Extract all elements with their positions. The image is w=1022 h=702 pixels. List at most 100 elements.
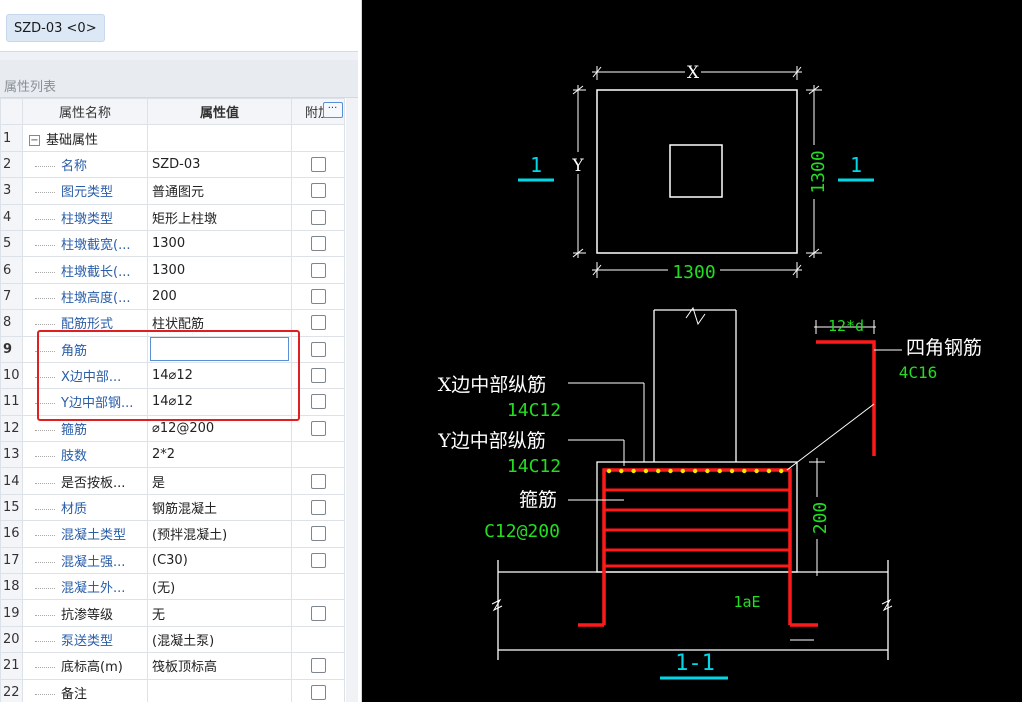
property-name-text: 柱墩截宽(... xyxy=(61,238,131,254)
extra-checkbox[interactable] xyxy=(310,236,326,252)
property-name[interactable]: 柱墩高度(... xyxy=(22,282,148,311)
value-input[interactable] xyxy=(150,337,289,362)
property-value[interactable]: 1300 xyxy=(147,229,292,258)
property-value[interactable]: 无 xyxy=(147,599,292,627)
property-name[interactable]: 肢数 xyxy=(22,441,148,469)
plan-outline xyxy=(596,89,798,254)
property-value[interactable]: 是 xyxy=(147,467,292,495)
extra-checkbox[interactable] xyxy=(310,262,326,278)
tree-connector xyxy=(35,561,55,563)
property-name[interactable]: 备注 xyxy=(22,678,148,702)
property-value[interactable]: 钢筋混凝土 xyxy=(147,493,292,522)
property-name[interactable]: 泵送类型 xyxy=(22,625,148,654)
property-value[interactable]: 200 xyxy=(147,282,292,311)
property-name[interactable]: 角筋 xyxy=(22,335,148,363)
property-value[interactable]: 14⌀12 xyxy=(147,388,292,416)
property-name-text: 配筋形式 xyxy=(61,317,114,333)
longitudinal-bar-dots xyxy=(606,468,784,474)
component-list: SZD-03 <0> xyxy=(0,0,358,52)
extra-checkbox[interactable] xyxy=(310,183,326,199)
property-value-editor[interactable]: ··· xyxy=(147,101,343,363)
extra-checkbox[interactable] xyxy=(310,209,326,225)
property-name[interactable]: 混凝土类型 xyxy=(22,520,148,548)
property-value[interactable]: SZD-03 xyxy=(147,150,292,179)
property-row[interactable]: 1−基础属性 xyxy=(0,124,345,152)
property-name[interactable]: 柱墩截长(... xyxy=(22,256,148,284)
extra-checkbox[interactable] xyxy=(310,315,326,331)
property-name-text: 抗渗等级 xyxy=(61,607,114,623)
extra-checkbox[interactable] xyxy=(310,156,326,172)
property-value[interactable] xyxy=(147,678,292,702)
property-name[interactable]: 底标高(m) xyxy=(22,652,148,680)
property-name[interactable]: 柱墩截宽(... xyxy=(22,229,148,258)
property-value[interactable]: (混凝土泵) xyxy=(147,625,292,654)
group-header[interactable]: −基础属性 xyxy=(22,124,148,152)
extra-checkbox[interactable] xyxy=(310,368,326,384)
property-name[interactable]: 混凝土强... xyxy=(22,546,148,575)
property-name[interactable]: X边中部... xyxy=(22,361,148,390)
tree-connector xyxy=(35,165,55,167)
pier-vertical-rebar xyxy=(602,468,792,625)
extra-checkbox[interactable] xyxy=(310,605,326,621)
property-name[interactable]: Y边中部钢... xyxy=(22,388,148,416)
property-name[interactable]: 图元类型 xyxy=(22,177,148,205)
extra-checkbox[interactable] xyxy=(310,552,326,568)
col-header-name[interactable]: 属性名称 xyxy=(22,97,148,126)
col-header-value[interactable]: 属性值 xyxy=(147,97,292,126)
extra-checkbox[interactable] xyxy=(310,420,326,436)
property-name[interactable]: 材质 xyxy=(22,493,148,522)
section-mark-right: 1 xyxy=(850,153,862,177)
property-value[interactable]: (无) xyxy=(147,573,292,601)
property-value[interactable]: (预拌混凝土) xyxy=(147,520,292,548)
extra-checkbox[interactable] xyxy=(310,394,326,410)
table-header-row: 属性名称 属性值 附加 xyxy=(0,97,345,126)
property-value[interactable]: 筏板顶标高 xyxy=(147,652,292,680)
cad-drawing-area[interactable]: X Y 1300 1300 1 xyxy=(362,0,1022,702)
component-tag[interactable]: SZD-03 <0> xyxy=(6,14,105,42)
collapse-icon[interactable]: − xyxy=(29,134,40,146)
property-value[interactable]: (C30) xyxy=(147,546,292,575)
extra-cell xyxy=(291,282,345,311)
extra-checkbox[interactable] xyxy=(310,288,326,304)
extra-checkbox[interactable] xyxy=(310,500,326,516)
property-value[interactable] xyxy=(147,124,292,152)
property-name[interactable]: 抗渗等级 xyxy=(22,599,148,627)
property-value[interactable]: 矩形上柱墩 xyxy=(147,203,292,231)
property-scrollbar[interactable] xyxy=(346,98,358,702)
extra-checkbox[interactable] xyxy=(310,658,326,674)
property-value[interactable]: 普通图元 xyxy=(147,177,292,205)
rebar-dot xyxy=(606,468,612,474)
extra-checkbox[interactable] xyxy=(310,473,326,489)
property-value[interactable]: 1300 xyxy=(147,256,292,284)
cad-canvas[interactable]: X Y 1300 1300 1 xyxy=(362,0,1022,702)
property-value[interactable]: 2*2 xyxy=(147,441,292,469)
property-name[interactable]: 柱墩类型 xyxy=(22,203,148,231)
property-name[interactable]: 名称 xyxy=(22,150,148,179)
extra-checkbox[interactable] xyxy=(310,526,326,542)
width-dim-tick-right xyxy=(792,264,802,276)
plan-y-label: Y xyxy=(571,156,584,176)
property-name[interactable]: 是否按板... xyxy=(22,467,148,495)
extra-checkbox[interactable] xyxy=(310,341,326,357)
property-name[interactable]: 混凝土外... xyxy=(22,573,148,601)
extra-checkbox[interactable] xyxy=(310,684,326,700)
slab-break-right xyxy=(881,598,893,612)
